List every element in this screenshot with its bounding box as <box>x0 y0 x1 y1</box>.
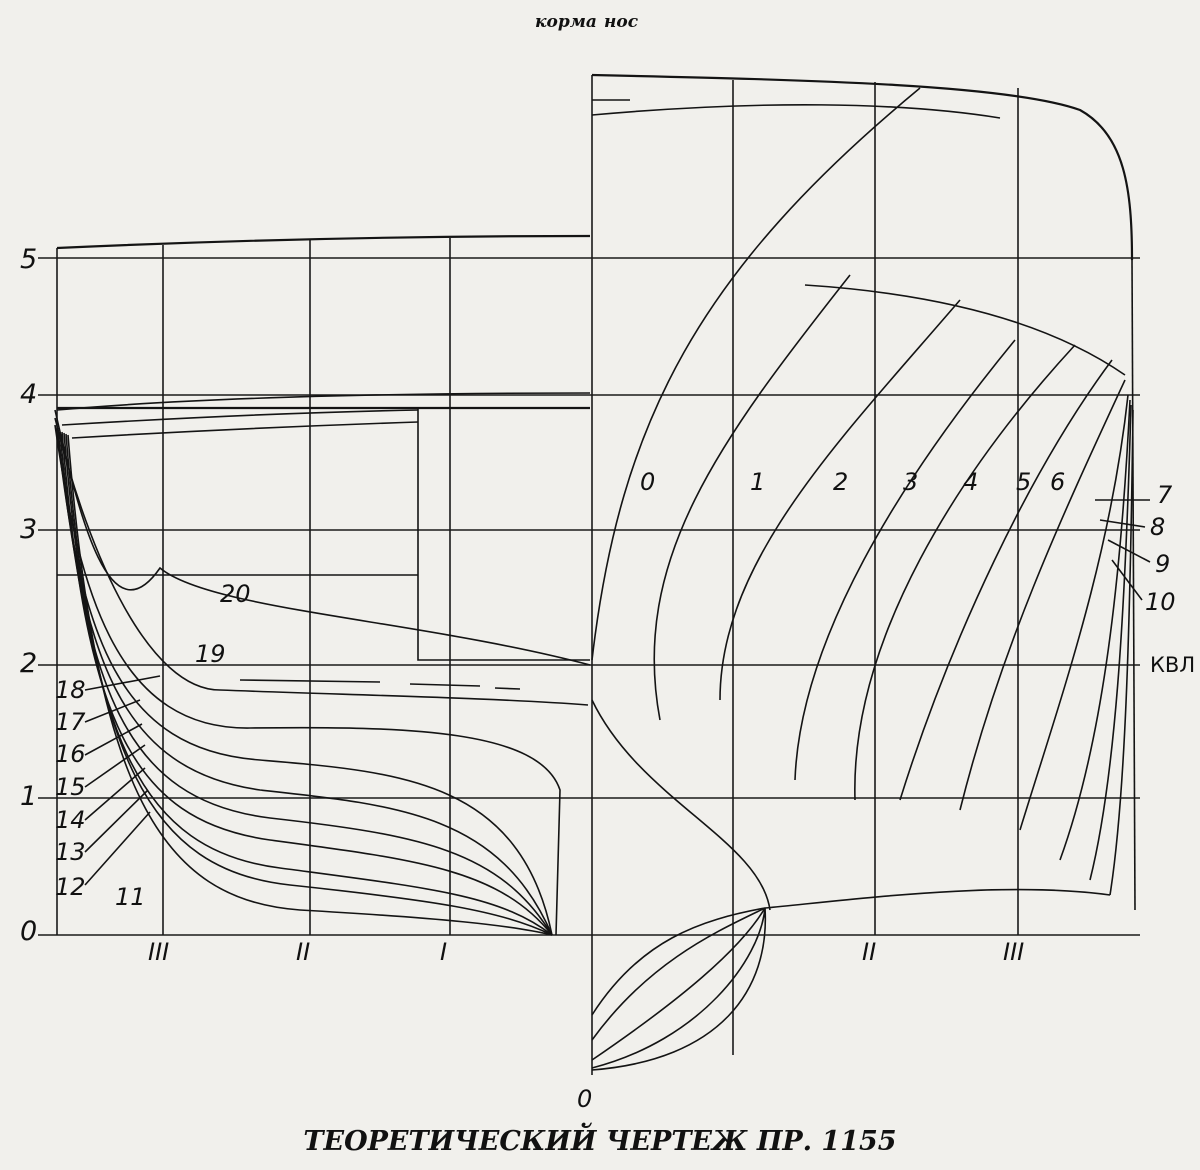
station-2 <box>719 299 961 701</box>
station-9 <box>1089 404 1132 881</box>
stern-second-line <box>71 421 419 439</box>
stern-station-label-16: 16 <box>55 740 86 768</box>
bow-station-label-3: 3 <box>903 468 918 496</box>
stern-station-label-20: 20 <box>220 580 251 608</box>
wl-label-2: 2 <box>20 648 37 679</box>
underbody-curve-1 <box>591 907 766 1016</box>
station-5 <box>899 359 1113 801</box>
bow-station-label-5: 5 <box>1016 468 1031 496</box>
header-bow-label: нос <box>604 12 639 32</box>
stern-station-label-13: 13 <box>55 838 86 866</box>
stern-station-label-19: 19 <box>195 640 226 668</box>
underbody-curve-3 <box>591 907 766 1061</box>
station-19 <box>54 417 589 706</box>
station-13 <box>63 432 553 936</box>
station-16 <box>57 429 553 936</box>
stern-stations <box>54 409 591 936</box>
left-buttock-II: II <box>296 938 310 966</box>
stern-box-outline <box>417 408 590 661</box>
station-14 <box>61 431 553 936</box>
leader-9 <box>1107 539 1151 563</box>
leader-14 <box>84 767 146 821</box>
station-18 <box>54 424 561 936</box>
buttock-labels: III II I II III 0 <box>148 938 1024 1113</box>
station-10 <box>1109 409 1134 896</box>
stern-station-label-17: 17 <box>55 708 86 736</box>
bow-underbody <box>591 907 767 1071</box>
left-buttock-I: I <box>440 938 447 966</box>
left-buttock-III: III <box>148 938 169 966</box>
right-buttock-III: III <box>1003 938 1024 966</box>
leader-18 <box>84 675 161 691</box>
leader-10 <box>1111 559 1143 601</box>
leader-8 <box>1099 519 1146 528</box>
bow-station-label-10: 10 <box>1145 588 1176 616</box>
stern-station-label-18: 18 <box>55 676 86 704</box>
bow-forecastle-line <box>804 284 1126 376</box>
leader-12 <box>84 811 151 886</box>
stern-half-outline <box>56 234 591 690</box>
stern-label-leaders <box>84 675 161 886</box>
station-1 <box>653 274 851 721</box>
bow-station-label-8: 8 <box>1150 513 1165 541</box>
station-15 <box>59 431 553 936</box>
right-buttock-II: II <box>862 938 876 966</box>
bow-station-labels: 0 1 2 3 4 5 6 7 8 9 10 <box>640 468 1176 616</box>
station-20 <box>54 409 591 666</box>
underbody-curve-2 <box>591 907 766 1041</box>
bow-station-label-9: 9 <box>1155 550 1170 578</box>
station-4 <box>854 344 1076 801</box>
stern-station-label-14: 14 <box>55 806 86 834</box>
station-11 <box>67 434 553 936</box>
stern-station-label-12: 12 <box>55 873 86 901</box>
stern-station-labels: 11 12 13 14 15 16 17 18 19 20 <box>55 580 251 911</box>
station-3 <box>794 339 1016 781</box>
wl-label-4: 4 <box>20 379 37 410</box>
station-0 <box>591 87 921 661</box>
underbody-curve-5 <box>591 907 767 1071</box>
bow-sheer-line <box>591 104 1001 119</box>
drawing-caption: ТЕОРЕТИЧЕСКИЙ ЧЕРТЕЖ ПР. 1155 <box>303 1122 896 1157</box>
leader-16 <box>84 723 143 756</box>
bow-deck-line <box>591 73 1134 261</box>
stern-upper-line <box>61 409 419 426</box>
station-7 <box>1019 394 1129 831</box>
bow-stations <box>591 87 1134 911</box>
leader-13 <box>84 789 149 853</box>
waterline-labels: 0 1 2 3 4 5 КВЛ <box>20 244 1195 947</box>
underbody-curve-4 <box>591 907 766 1069</box>
stern-station-label-15: 15 <box>55 773 86 801</box>
wl-label-1: 1 <box>20 781 37 812</box>
stern-dashdot-line <box>239 679 521 690</box>
keel-label: 0 <box>577 1085 592 1113</box>
bow-label-leaders <box>1095 499 1151 601</box>
bow-station-label-1: 1 <box>750 468 765 496</box>
station-12 <box>65 433 553 936</box>
leader-15 <box>84 744 146 788</box>
stern-deck-line-upper <box>56 234 591 250</box>
bow-stem <box>1131 259 1136 911</box>
bow-station-label-6: 6 <box>1050 468 1065 496</box>
station-6 <box>959 379 1126 811</box>
station-8 <box>1059 399 1131 861</box>
kvl-label: КВЛ <box>1150 653 1195 677</box>
wl-label-3: 3 <box>20 514 37 545</box>
bow-half-outline <box>591 73 1136 911</box>
bow-station-label-7: 7 <box>1157 481 1173 509</box>
wl-label-0: 0 <box>20 916 37 947</box>
bow-station-label-2: 2 <box>833 468 848 496</box>
wl-label-5: 5 <box>20 244 37 275</box>
header-stern-label: корма <box>535 12 597 32</box>
bow-bilge-line <box>764 888 1111 909</box>
stern-station-label-11: 11 <box>115 883 146 911</box>
bow-station-label-0: 0 <box>640 468 655 496</box>
stern-bulwark-line <box>56 392 591 411</box>
bow-station-label-4: 4 <box>963 468 978 496</box>
station-0-lower <box>591 699 771 911</box>
leader-17 <box>84 699 141 723</box>
